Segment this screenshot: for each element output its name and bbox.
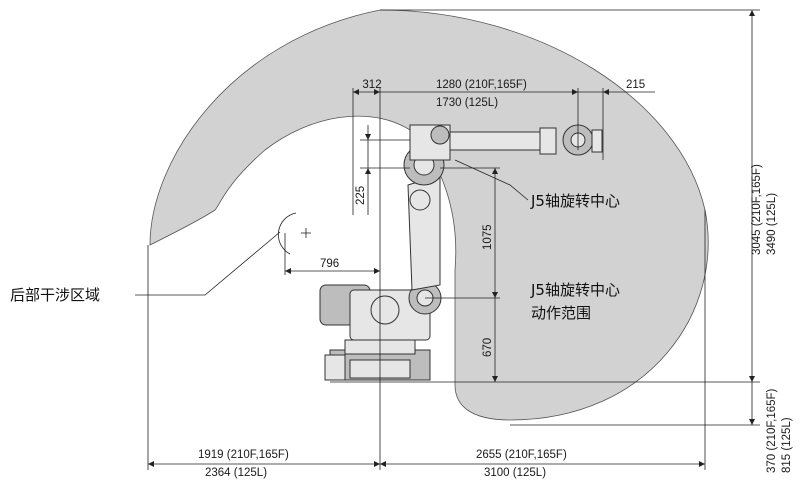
work-envelope bbox=[149, 9, 709, 421]
dim-3045: 3045 (210F,165F) bbox=[751, 164, 763, 255]
dim-2364: 2364 (125L) bbox=[205, 467, 267, 479]
label-j5-range-1: J5轴旋转中心 bbox=[530, 281, 620, 299]
robot-body bbox=[319, 281, 442, 341]
interference-arc bbox=[277, 212, 297, 255]
dim-3100: 3100 (125L) bbox=[484, 467, 546, 479]
label-interference-zone: 后部干涉区域 bbox=[10, 286, 100, 304]
dim-1919: 1919 (210F,165F) bbox=[198, 449, 289, 461]
dim-225: 225 bbox=[355, 186, 367, 205]
dim-796: 796 bbox=[320, 258, 339, 270]
interference-leader bbox=[135, 231, 281, 296]
dim-670: 670 bbox=[482, 338, 494, 357]
label-j5-center: J5轴旋转中心 bbox=[530, 192, 620, 210]
dim-815: 815 (125L) bbox=[781, 417, 793, 473]
dim-2655: 2655 (210F,165F) bbox=[476, 449, 567, 461]
robot-base bbox=[324, 339, 431, 381]
dim-215: 215 bbox=[626, 79, 645, 91]
label-j5-range-2: 动作范围 bbox=[531, 304, 591, 322]
robot-lower-arm bbox=[403, 144, 445, 291]
dim-370: 370 (210F,165F) bbox=[766, 388, 778, 473]
dim-1075: 1075 bbox=[482, 224, 494, 250]
j5-leader bbox=[454, 159, 529, 201]
dim-3490: 3490 (125L) bbox=[766, 193, 778, 255]
dim-312: 312 bbox=[362, 79, 381, 91]
dim-1280: 1280 (210F,165F) bbox=[436, 79, 527, 91]
dim-1730: 1730 (125L) bbox=[436, 97, 498, 109]
